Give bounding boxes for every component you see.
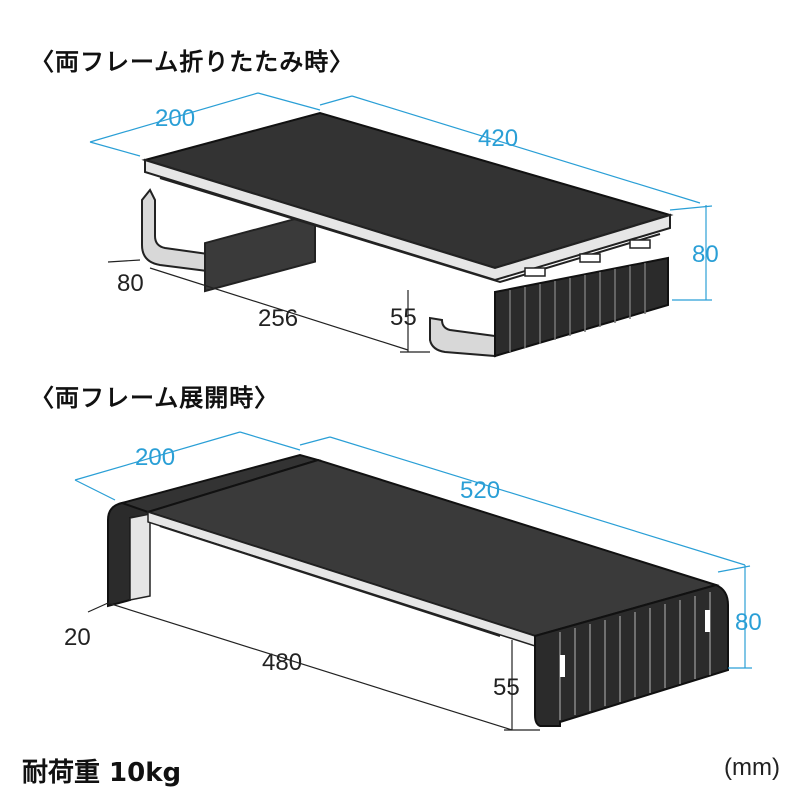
expanded-inner-label: 480 xyxy=(262,649,302,676)
folded-stand xyxy=(141,111,674,358)
folded-dimension-lines-dark xyxy=(107,259,430,353)
expanded-dimension-lines xyxy=(74,431,752,669)
folded-heading: 〈両フレーム折りたたみ時〉 xyxy=(30,48,355,76)
expanded-height-label: 80 xyxy=(735,609,762,636)
unit-label: (mm) xyxy=(724,754,780,781)
expanded-thickness-label: 20 xyxy=(64,624,91,651)
expanded-length-label: 520 xyxy=(460,477,500,504)
folded-foot-label: 80 xyxy=(117,270,144,297)
folded-height-label: 80 xyxy=(692,241,719,268)
expanded-stand xyxy=(107,453,729,727)
expanded-depth-label: 200 xyxy=(135,444,175,471)
expanded-clearance-label: 55 xyxy=(493,674,520,701)
folded-inner-label: 256 xyxy=(258,305,298,332)
folded-depth-label: 200 xyxy=(155,105,195,132)
expanded-dimension-lines-dark xyxy=(87,602,540,731)
folded-dimension-lines xyxy=(89,92,713,301)
folded-length-label: 420 xyxy=(478,125,518,152)
load-capacity: 耐荷重 10kg xyxy=(22,758,182,788)
expanded-heading: 〈両フレーム展開時〉 xyxy=(30,384,280,412)
folded-clearance-label: 55 xyxy=(390,304,417,331)
